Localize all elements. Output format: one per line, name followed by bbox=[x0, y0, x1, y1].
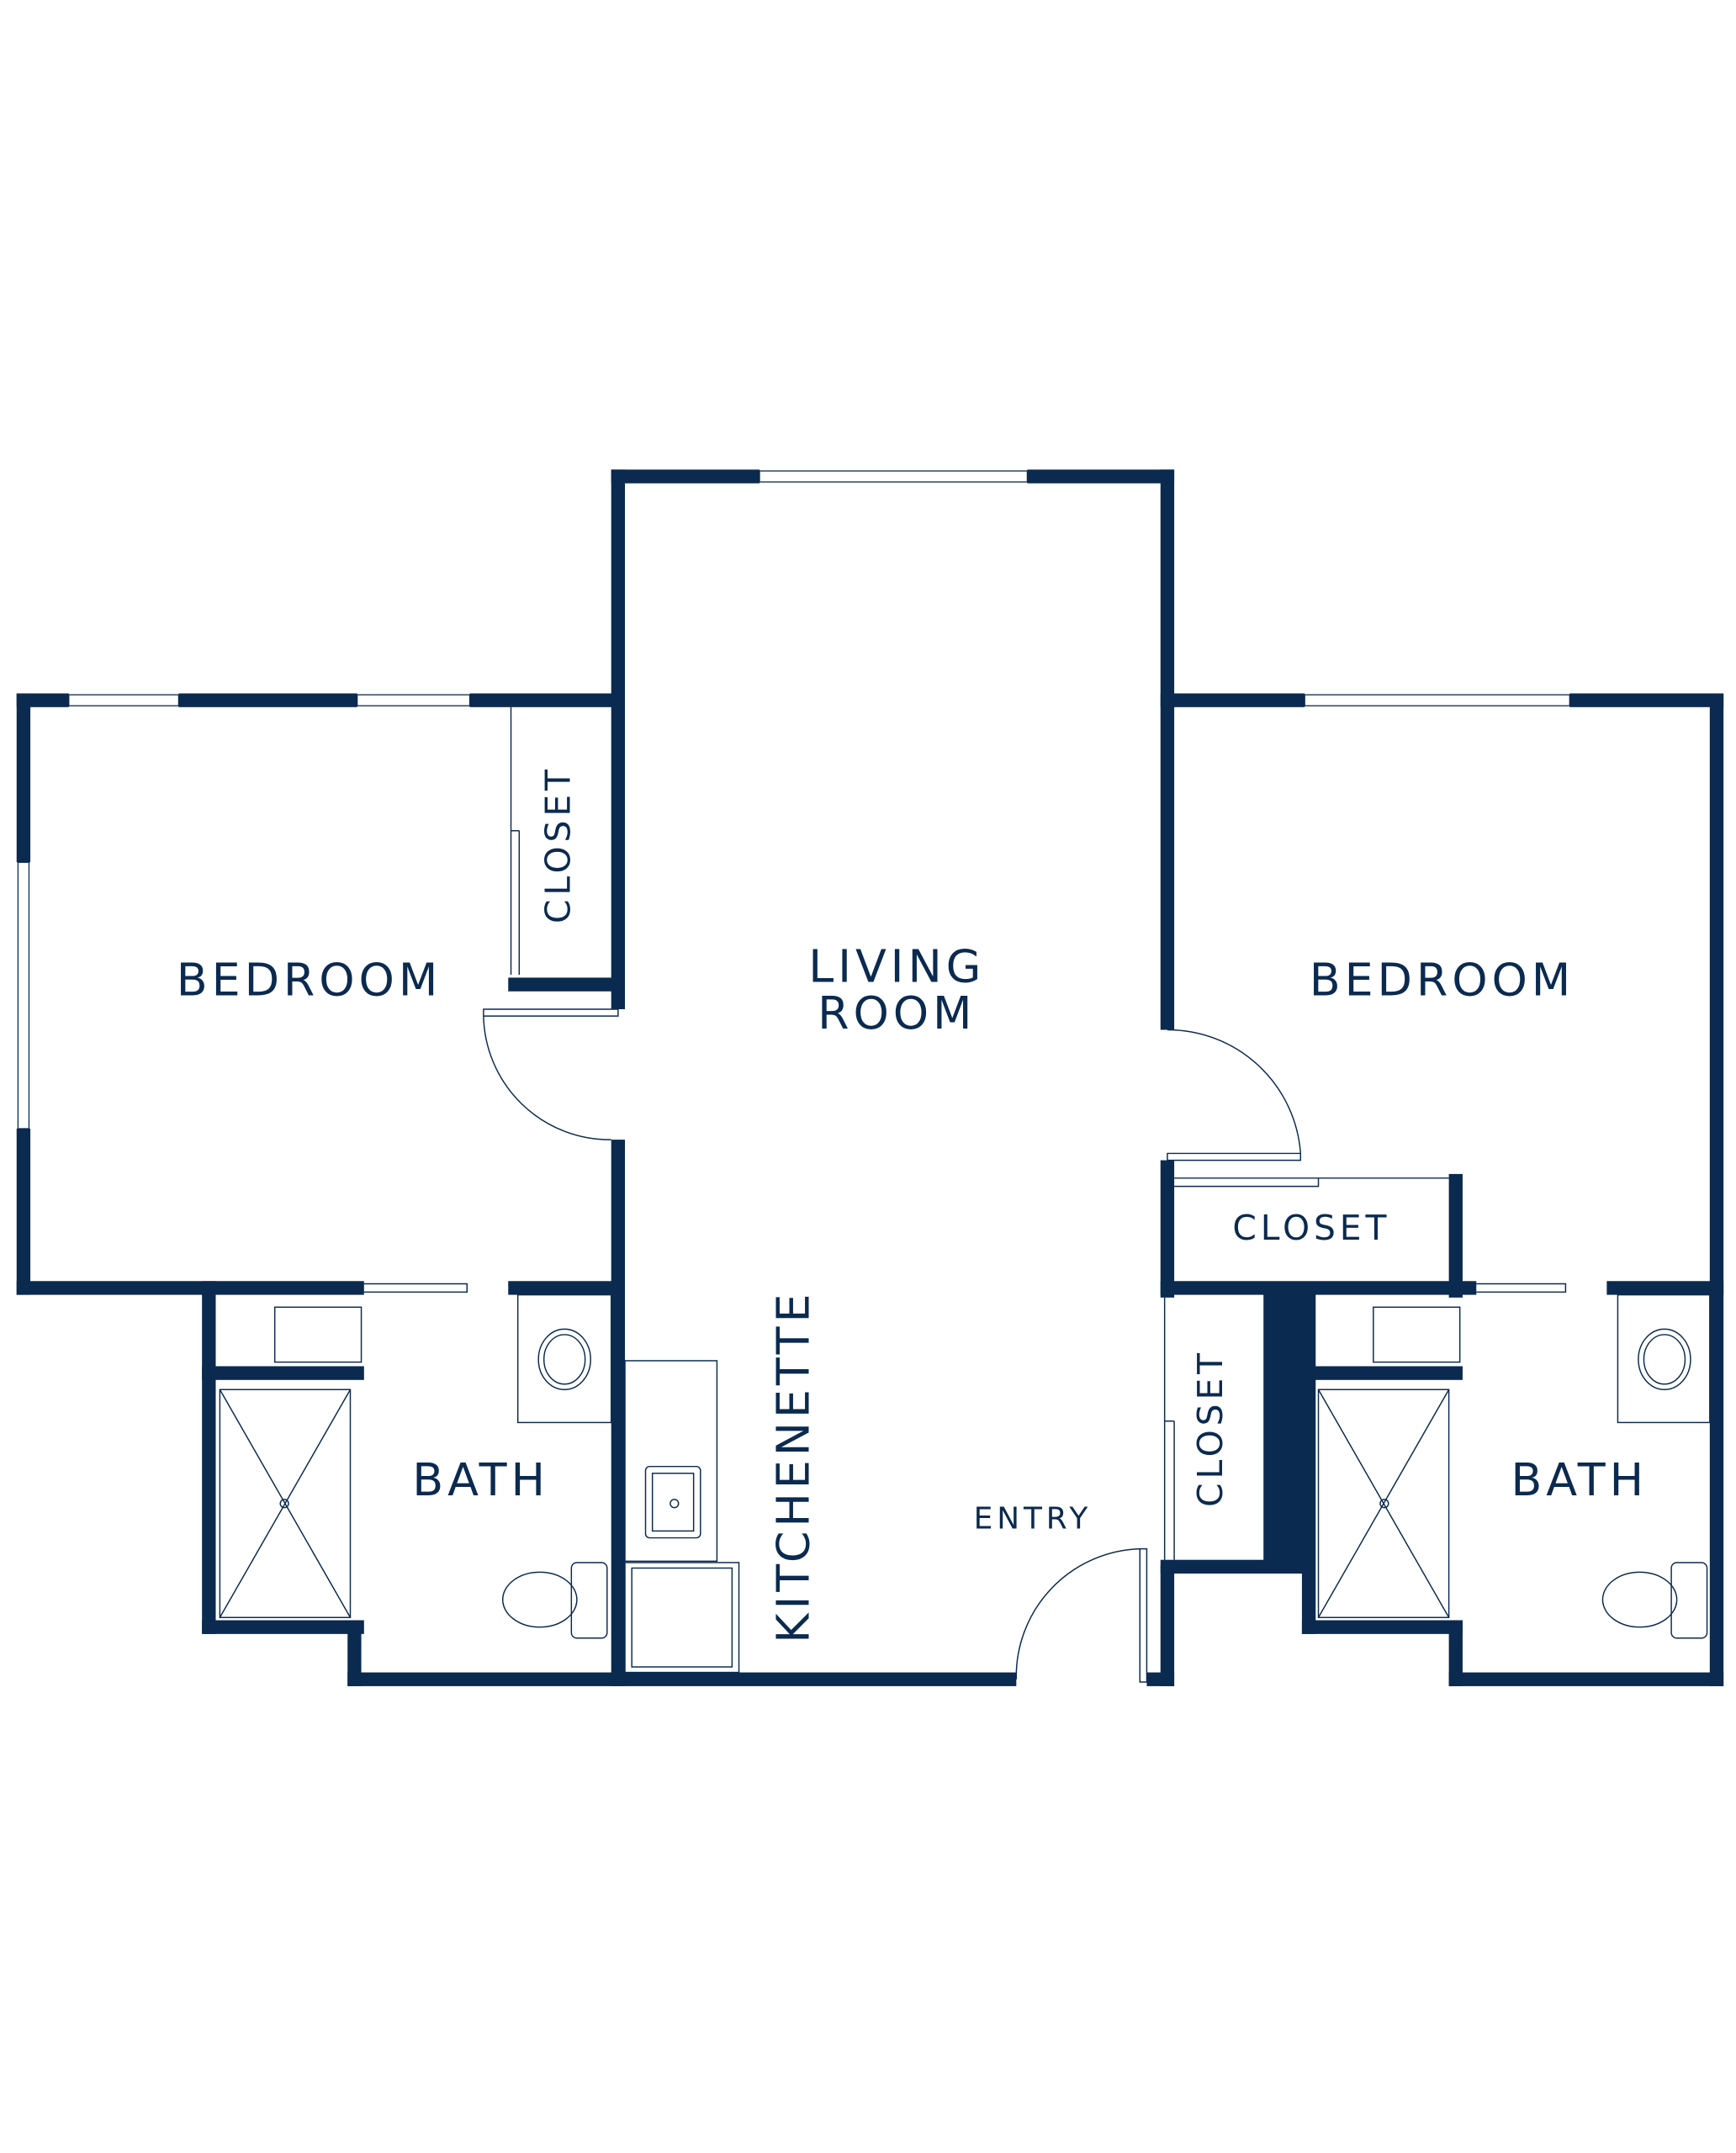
closet-left-label: CLOSET bbox=[537, 765, 578, 923]
kitchenette-label: KITCHENETTE bbox=[767, 1290, 820, 1643]
entry-label: ENTRY bbox=[974, 1501, 1093, 1536]
room-labels: LIVING ROOM BEDROOM BEDROOM CLOSET CLOSE… bbox=[177, 765, 1648, 1643]
living-room-label-line2: ROOM bbox=[818, 987, 976, 1039]
living-room-label: LIVING bbox=[808, 939, 985, 992]
doors-and-fixtures bbox=[219, 706, 1711, 1683]
windows bbox=[17, 470, 1570, 1129]
closet-right-lower-label: CLOSET bbox=[1190, 1349, 1231, 1507]
bath-left-label: BATH bbox=[412, 1453, 549, 1506]
walls bbox=[16, 469, 1724, 1686]
bedroom-right-label: BEDROOM bbox=[1310, 954, 1575, 1007]
door-swing-arc bbox=[483, 1016, 611, 1140]
bedroom-left-label: BEDROOM bbox=[177, 954, 442, 1007]
bath-right-label: BATH bbox=[1511, 1453, 1648, 1506]
closet-right-upper-label: CLOSET bbox=[1232, 1208, 1390, 1248]
